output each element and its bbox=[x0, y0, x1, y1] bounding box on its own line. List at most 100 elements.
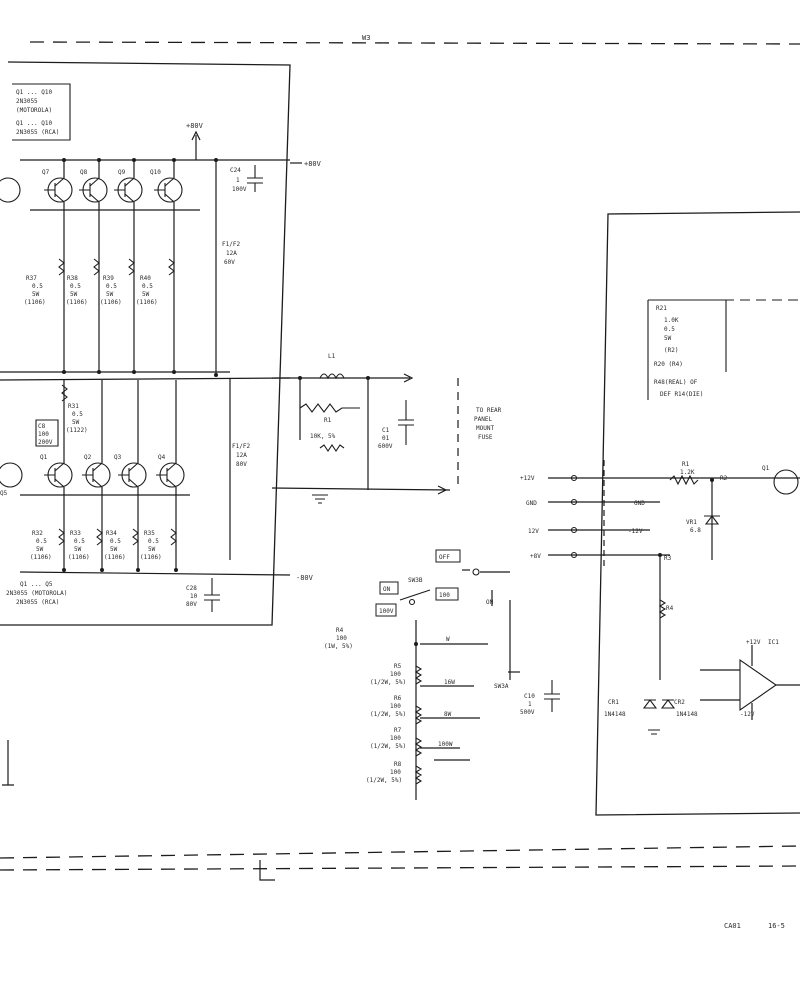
cr2-part: 1N4148 bbox=[676, 711, 698, 718]
r8-rating: (1/2W, 5%) bbox=[366, 777, 402, 784]
r4-rating: (1W, 5%) bbox=[324, 643, 353, 650]
fuse-lower-rating: 80V bbox=[236, 461, 247, 468]
r37-part: (1106) bbox=[24, 299, 46, 306]
fuse-lower-ref: F1/F2 bbox=[232, 443, 250, 450]
fuse-upper-rating: 60V bbox=[224, 259, 235, 266]
q3-label: Q3 bbox=[114, 454, 122, 461]
r1r-ref: R1 bbox=[682, 461, 690, 468]
c1-ref: C1 bbox=[382, 427, 390, 434]
output-note-3: MOUNT bbox=[476, 425, 494, 432]
opamp-ref: IC1 bbox=[768, 639, 779, 646]
lower-transistor-row: Q1 Q2 Q3 Q4 Q5 bbox=[0, 454, 185, 497]
r38-part: (1106) bbox=[66, 299, 88, 306]
note-line-2: 2N3055 bbox=[16, 98, 38, 105]
rh-line-7: R48(REAL) OF bbox=[654, 379, 698, 386]
r6-value: 100 bbox=[390, 703, 401, 710]
c28-ref: C28 bbox=[186, 585, 197, 592]
r31-part: (1122) bbox=[66, 427, 88, 434]
q4-label: Q4 bbox=[158, 454, 166, 461]
r4-value: 100 bbox=[336, 635, 347, 642]
transistor-q4: Q4 bbox=[156, 454, 185, 488]
r37-value: 0.5 bbox=[32, 283, 43, 290]
bottom-jog bbox=[259, 860, 275, 881]
cap-c24-rating: 100V bbox=[232, 186, 247, 193]
right-header-note: R21 1.0K 0.5 5W (R2) R20 (R4) R48(REAL) … bbox=[647, 299, 800, 400]
note-line-4: Q1 ... Q10 bbox=[16, 120, 53, 127]
ground-line bbox=[271, 487, 451, 491]
resistor-r38: R38 0.5 5W (1106) bbox=[66, 275, 88, 306]
r31-rating: 5W bbox=[72, 419, 80, 426]
c28-value: 10 bbox=[190, 593, 198, 600]
c10-ref: C10 bbox=[524, 693, 535, 700]
q8-label: Q8 bbox=[80, 169, 88, 176]
cap-c28: C28 10 80V bbox=[186, 578, 220, 612]
fuse-lower: F1/F2 12A 80V bbox=[229, 378, 250, 560]
rail-label: +80V bbox=[186, 122, 204, 130]
r33-rating: 5W bbox=[74, 546, 82, 553]
r6-rating: (1/2W, 5%) bbox=[370, 711, 406, 718]
upper-collector-links bbox=[63, 160, 175, 178]
resistor-r32: R32 0.5 5W (1106) bbox=[30, 530, 52, 561]
opamp-vneg: -12V bbox=[740, 711, 755, 718]
rail-12: 12V bbox=[528, 528, 539, 535]
right-board-frame bbox=[595, 211, 800, 816]
r32-ref: R32 bbox=[32, 530, 43, 537]
ground-arrow bbox=[437, 485, 448, 495]
r33-part: (1106) bbox=[68, 554, 90, 561]
r35-rating: 5W bbox=[148, 546, 156, 553]
r7-ref: R7 bbox=[394, 727, 402, 734]
tap-16w-1: 16W bbox=[444, 679, 455, 686]
output-arrow bbox=[403, 373, 414, 383]
upper-transistor-row: Q7 Q8 Q9 Q10 bbox=[0, 169, 183, 203]
r5-value: 100 bbox=[390, 671, 401, 678]
r7-rating: (1/2W, 5%) bbox=[370, 743, 406, 750]
top-dashed-border bbox=[29, 41, 800, 45]
switch-sub-label: SW3A bbox=[494, 683, 509, 690]
c8-value: 100 bbox=[38, 431, 49, 438]
fuse-upper-ref: F1/F2 bbox=[222, 241, 240, 248]
vr1-part: 6.8 bbox=[690, 527, 701, 534]
right-ground-icon bbox=[648, 729, 660, 735]
r31-value: 0.5 bbox=[72, 411, 83, 418]
transistor-q1: Q1 bbox=[40, 454, 73, 488]
r1r-value: 1.2K bbox=[680, 469, 695, 476]
cap-c24-ref: C24 bbox=[230, 167, 241, 174]
c10-rating: 500V bbox=[520, 709, 535, 716]
output-note-1: TO REAR bbox=[476, 407, 502, 414]
rail-gnd-right: GND bbox=[634, 500, 645, 507]
rh-line-1: R21 bbox=[656, 305, 667, 312]
r38-value: 0.5 bbox=[70, 283, 81, 290]
output-note-2: PANEL bbox=[474, 416, 492, 423]
cr2-ref: CR2 bbox=[674, 699, 685, 706]
r5-ref: R5 bbox=[394, 663, 402, 670]
r39-part: (1106) bbox=[100, 299, 122, 306]
q7-label: Q7 bbox=[42, 169, 50, 176]
r35-value: 0.5 bbox=[148, 538, 159, 545]
resistor-r40: R40 0.5 5W (1106) bbox=[136, 275, 158, 306]
ground-icon bbox=[312, 494, 328, 504]
r40-value: 0.5 bbox=[142, 283, 153, 290]
rh-line-5: (R2) bbox=[664, 347, 678, 354]
c10-value: 1 bbox=[528, 701, 532, 708]
r1-ref: R1 bbox=[324, 417, 332, 424]
switch-on-tag: ON bbox=[379, 581, 399, 595]
transistor-q3: Q3 bbox=[114, 454, 147, 488]
r33-ref: R33 bbox=[70, 530, 81, 537]
fuse-upper-value: 12A bbox=[226, 250, 237, 257]
r34-part: (1106) bbox=[104, 554, 126, 561]
r1-value: 10K, 5% bbox=[310, 433, 336, 440]
rail-gnd-left: GND bbox=[526, 500, 537, 507]
r38-ref: R38 bbox=[67, 275, 78, 282]
switch-on-label: ON bbox=[383, 586, 391, 593]
opamp-ic1: +12V IC1 -12V bbox=[700, 639, 800, 720]
left-header-note: Q1 ... Q10 2N3055 (MOTOROLA) Q1 ... Q10 … bbox=[12, 83, 71, 141]
top-label: W3 bbox=[362, 34, 370, 42]
resistor-r7: R7 100 (1/2W, 5%) bbox=[370, 727, 406, 750]
r35-ref: R35 bbox=[144, 530, 155, 537]
switch-off-tag: OFF bbox=[435, 549, 461, 563]
resistor-r33: R33 0.5 5W (1106) bbox=[68, 530, 90, 561]
switch-off-label: OFF bbox=[439, 554, 450, 561]
q10-label: Q10 bbox=[150, 169, 161, 176]
cap-c8: C8 100 200V bbox=[35, 419, 59, 447]
